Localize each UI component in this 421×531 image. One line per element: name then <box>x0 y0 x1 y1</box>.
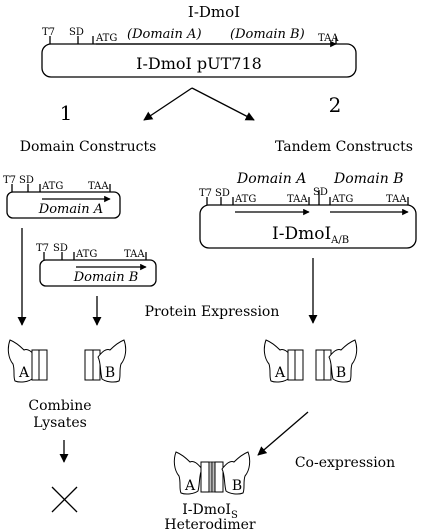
arrow-to-tandem-constructs <box>191 87 255 121</box>
sd-label: SD <box>19 175 34 186</box>
taa-label: TAA <box>318 33 339 44</box>
dimer-stub-b <box>214 461 224 493</box>
top-gene-title: I-DmoI <box>188 3 240 21</box>
protein-b-stub <box>84 349 94 381</box>
atg-label: ATG <box>234 194 256 205</box>
domain-a-text: Domain A <box>38 202 103 217</box>
heterodimer-main: I-DmoI <box>182 502 231 518</box>
protein-b-letter: B <box>336 365 346 381</box>
no-activity-cross-icon <box>51 486 78 513</box>
dimer-interface-shading <box>208 461 213 493</box>
coexpression-arrow <box>257 411 309 456</box>
tandem-plasmid-label: I-DmoIA/B <box>272 224 349 246</box>
domain-b-construct: T7 SD ATG TAA Domain B <box>36 243 157 287</box>
sd-label: SD <box>313 187 328 198</box>
protein-a-letter: A <box>18 365 30 381</box>
protein-b-letter: B <box>105 365 115 381</box>
tandem-plasmid-main: I-DmoI <box>272 224 331 244</box>
atg-label: ATG <box>41 181 63 192</box>
taa-label: TAA <box>88 181 109 192</box>
dimer-stub-a <box>200 461 210 493</box>
plasmid-label: I-DmoI pUT718 <box>136 54 262 73</box>
domain-a-label: (Domain A) <box>127 27 202 42</box>
protein-b-stub <box>323 349 332 381</box>
domain-a-construct: T7 SD ATG TAA Domain A <box>3 175 121 219</box>
atg-label: ATG <box>95 33 117 44</box>
t7-label: T7 <box>199 188 212 199</box>
tandem-domain-b-label: Domain B <box>333 171 404 187</box>
protein-b-branch2: B <box>315 339 358 383</box>
heterodimer: A B <box>173 451 251 495</box>
tandem-domain-a-label: Domain A <box>236 171 306 187</box>
protein-a-stub <box>294 349 304 381</box>
t7-label: T7 <box>42 27 55 38</box>
heterodimer-name: I-DmoIS <box>182 502 238 521</box>
dimer-lobe-b <box>221 451 251 495</box>
dimer-letter-a: A <box>184 478 196 494</box>
taa-label: TAA <box>386 194 407 205</box>
protein-a-branch1: A <box>7 339 48 383</box>
tandem-constructs-heading: Tandem Constructs <box>275 139 413 155</box>
protein-b-lobe <box>328 339 358 383</box>
protein-a-stub <box>31 349 40 381</box>
sd-label: SD <box>215 188 230 199</box>
domain-constructs-heading: Domain Constructs <box>20 139 157 155</box>
protein-a-stub <box>38 349 48 381</box>
taa-label: TAA <box>124 249 145 260</box>
tandem-plasmid-subscript: A/B <box>330 235 349 246</box>
arrow-to-domain-constructs <box>143 87 193 121</box>
tandem-construct: Domain A Domain B T7 SD ATG TAA SD ATG T… <box>199 171 417 249</box>
t7-label: T7 <box>3 175 16 186</box>
atg-label: ATG <box>75 249 97 260</box>
branch-number-1: 1 <box>60 101 73 125</box>
combine-label: Combine <box>28 398 91 414</box>
sd-label: SD <box>69 27 84 38</box>
domain-b-text: Domain B <box>73 270 139 285</box>
atg-label: ATG <box>331 194 353 205</box>
protein-a-letter: A <box>274 365 286 381</box>
protein-b-branch1: B <box>84 339 127 383</box>
sd-label: SD <box>53 243 68 254</box>
top-plasmid-construct: T7 SD ATG (Domain A) (Domain B) TAA I-Dm… <box>41 27 357 78</box>
dimer-lobe-a <box>173 451 203 495</box>
protein-b-lobe <box>97 339 127 383</box>
dimer-letter-b: B <box>232 478 242 494</box>
heterodimer-subscript: S <box>231 510 238 521</box>
protein-b-stub <box>92 349 101 381</box>
protein-a-branch2: A <box>263 339 304 383</box>
branch-number-2: 2 <box>329 93 342 117</box>
cross-stroke <box>51 486 78 513</box>
protein-b-stub <box>315 349 325 381</box>
domain-b-label: (Domain B) <box>230 27 305 42</box>
heterodimer-label: Heterodimer <box>164 517 256 531</box>
tandem-plasmid-box <box>199 204 417 249</box>
lysates-label: Lysates <box>33 415 87 431</box>
t7-label: T7 <box>36 243 49 254</box>
protein-a-stub <box>287 349 296 381</box>
taa-label: TAA <box>287 194 308 205</box>
protein-expression-label: Protein Expression <box>145 304 280 320</box>
coexpression-label: Co-expression <box>295 455 395 471</box>
